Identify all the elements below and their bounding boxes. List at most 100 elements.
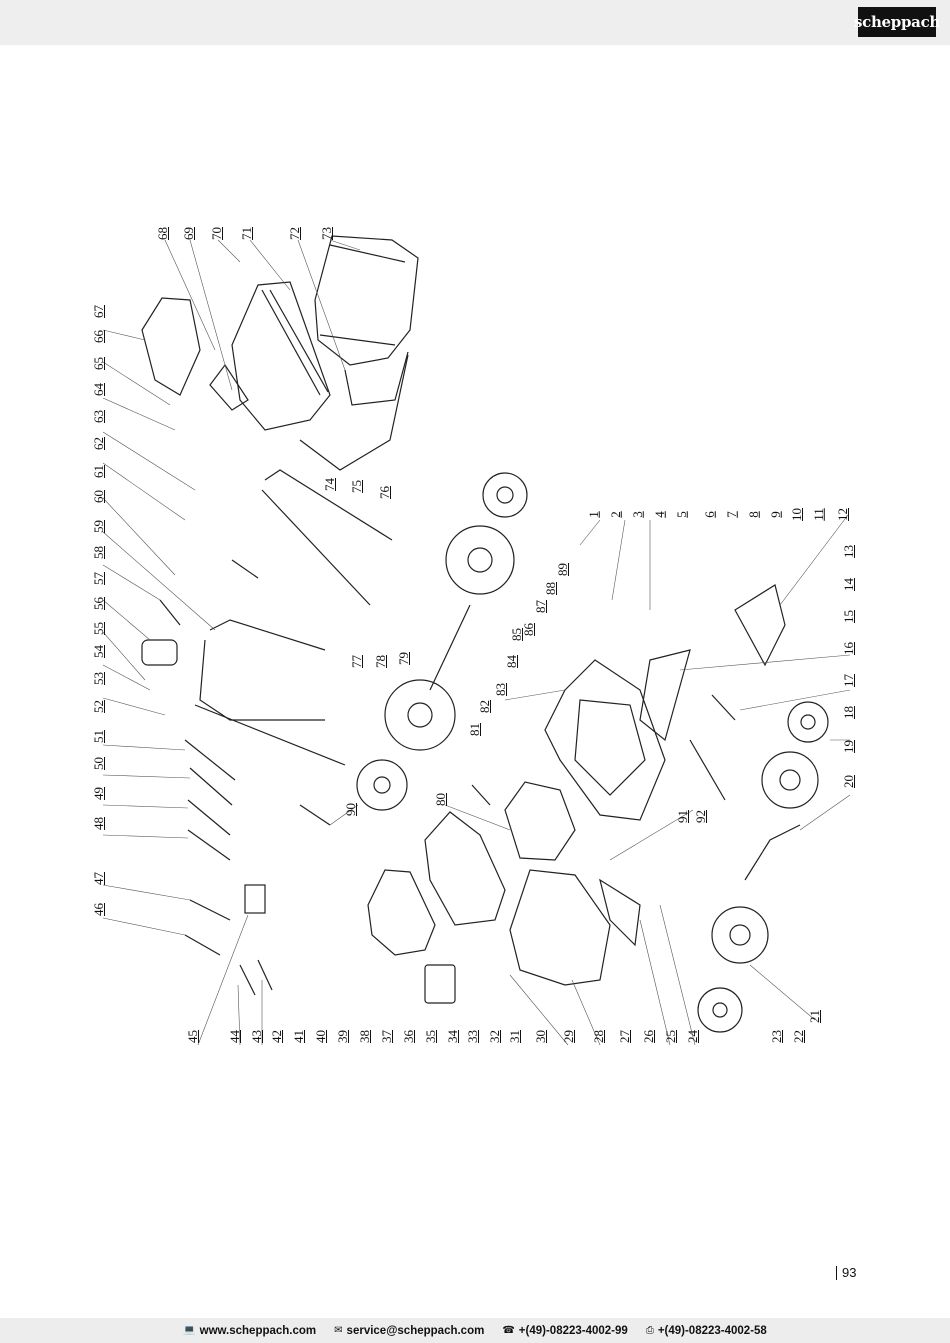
part-label: 14 <box>841 578 856 591</box>
footer-email[interactable]: ✉ service@scheppach.com <box>334 1325 484 1337</box>
part-label: 83 <box>493 683 508 696</box>
part-label: 71 <box>239 227 254 240</box>
part-label: 76 <box>377 486 392 499</box>
part-label: 17 <box>841 674 856 687</box>
part-label: 30 <box>533 1030 548 1043</box>
part-label: 2 <box>607 511 623 518</box>
monitor-icon: 💻 <box>183 1325 196 1336</box>
part-label: 65 <box>91 357 106 370</box>
part-label: 23 <box>769 1030 784 1043</box>
part-label: 12 <box>835 508 850 521</box>
website-link[interactable]: www.scheppach.com <box>199 1324 317 1337</box>
part-label: 33 <box>465 1030 480 1043</box>
part-label: 91 <box>675 810 690 823</box>
part-label: 88 <box>543 582 558 595</box>
part-label: 15 <box>841 610 856 623</box>
part-label: 41 <box>291 1030 306 1043</box>
part-label: 48 <box>91 817 106 830</box>
email-link[interactable]: service@scheppach.com <box>346 1324 485 1337</box>
part-label: 27 <box>617 1030 632 1043</box>
part-label: 50 <box>91 757 106 770</box>
part-label: 3 <box>629 511 645 518</box>
part-label: 26 <box>641 1030 656 1043</box>
part-label: 35 <box>423 1030 438 1043</box>
part-label: 58 <box>91 546 106 559</box>
mail-icon: ✉ <box>334 1325 343 1336</box>
part-label: 13 <box>841 545 856 558</box>
part-label: 62 <box>91 437 106 450</box>
header-bar: scheppach <box>0 0 950 45</box>
part-label: 56 <box>91 597 106 610</box>
part-label: 22 <box>791 1030 806 1043</box>
part-label: 55 <box>91 622 106 635</box>
part-label: 24 <box>685 1030 700 1043</box>
part-label: 79 <box>396 652 411 665</box>
part-label: 66 <box>91 330 106 343</box>
part-label: 57 <box>91 572 106 585</box>
part-label: 11 <box>810 508 826 521</box>
part-label: 19 <box>841 740 856 753</box>
part-label: 31 <box>507 1030 522 1043</box>
part-label: 6 <box>701 511 717 518</box>
footer-website[interactable]: 💻 www.scheppach.com <box>183 1325 316 1337</box>
phone-number: +(49)-08223-4002-99 <box>518 1324 628 1337</box>
part-label: 80 <box>433 793 448 806</box>
part-label: 43 <box>249 1030 264 1043</box>
part-label: 44 <box>227 1030 242 1043</box>
part-label: 67 <box>91 305 106 318</box>
part-label: 90 <box>343 803 358 816</box>
footer-contact-bar: 💻 www.scheppach.com ✉ service@scheppach.… <box>0 1318 950 1343</box>
part-label: 40 <box>313 1030 328 1043</box>
part-label: 4 <box>651 511 667 518</box>
part-label: 75 <box>349 480 364 493</box>
part-label: 25 <box>663 1030 678 1043</box>
part-label: 8 <box>745 511 761 518</box>
part-label: 89 <box>555 563 570 576</box>
part-label: 74 <box>322 478 337 491</box>
part-label: 28 <box>591 1030 606 1043</box>
footer-phone: ☎ +(49)-08223-4002-99 <box>502 1325 627 1337</box>
part-label: 70 <box>209 227 224 240</box>
part-label: 1 <box>585 511 601 518</box>
part-label: 69 <box>181 227 196 240</box>
part-label: 7 <box>723 511 739 518</box>
part-label: 92 <box>693 810 708 823</box>
part-label: 46 <box>91 903 106 916</box>
part-label: 72 <box>287 227 302 240</box>
part-label: 42 <box>269 1030 284 1043</box>
part-label: 53 <box>91 672 106 685</box>
part-label: 63 <box>91 410 106 423</box>
part-label: 78 <box>373 655 388 668</box>
phone-icon: ☎ <box>502 1325 515 1336</box>
part-label: 16 <box>841 642 856 655</box>
fax-icon: ⎙ <box>645 1325 654 1336</box>
part-label: 77 <box>349 655 364 668</box>
part-label: 73 <box>319 227 334 240</box>
brand-logo: scheppach <box>854 7 940 37</box>
page-number: 93 <box>836 1266 856 1280</box>
part-label: 21 <box>807 1010 822 1023</box>
part-label: 20 <box>841 775 856 788</box>
part-label: 59 <box>91 520 106 533</box>
part-label: 29 <box>561 1030 576 1043</box>
footer-fax: ⎙ +(49)-08223-4002-58 <box>646 1325 767 1337</box>
part-label: 54 <box>91 645 106 658</box>
part-label: 39 <box>335 1030 350 1043</box>
part-label: 9 <box>767 511 783 518</box>
part-label: 68 <box>155 227 170 240</box>
part-label: 45 <box>185 1030 200 1043</box>
part-label: 60 <box>91 490 106 503</box>
part-label: 5 <box>673 511 689 518</box>
part-label: 38 <box>357 1030 372 1043</box>
part-label: 47 <box>91 872 106 885</box>
part-label: 37 <box>379 1030 394 1043</box>
part-label: 87 <box>533 600 548 613</box>
part-label: 36 <box>401 1030 416 1043</box>
part-label: 34 <box>445 1030 460 1043</box>
part-label: 18 <box>841 706 856 719</box>
part-label: 64 <box>91 383 106 396</box>
part-label: 84 <box>504 655 519 668</box>
part-label: 52 <box>91 700 106 713</box>
